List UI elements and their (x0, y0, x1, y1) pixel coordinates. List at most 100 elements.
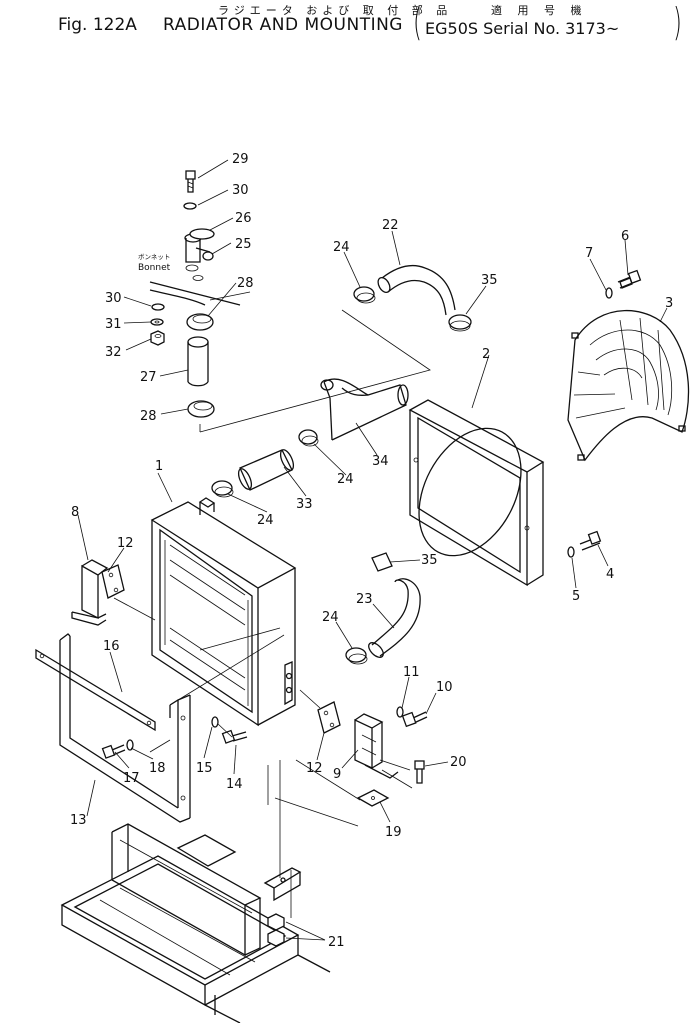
callout-25: 25 (235, 237, 252, 252)
callout-14: 14 (226, 777, 243, 792)
filler-hose-27 (187, 336, 209, 387)
fan-shroud (408, 399, 545, 587)
callout-11: 11 (403, 665, 420, 680)
washer-11 (396, 706, 404, 718)
callout-5: 5 (572, 589, 580, 604)
bolt-10 (401, 711, 428, 728)
hose-clamp-24-c (211, 480, 234, 498)
callout-12-left: 12 (117, 536, 134, 551)
callout-23: 23 (356, 592, 373, 607)
callout-30-bottom: 30 (105, 291, 122, 306)
cap-washer-30-top (183, 202, 197, 210)
callout-9: 9 (333, 767, 341, 782)
callout-8: 8 (71, 505, 79, 520)
radiator (150, 497, 297, 727)
applicability-paren-open: ( (413, 0, 422, 44)
callout-7: 7 (585, 246, 593, 261)
japanese-applicability: 適 用 号 機 (491, 4, 588, 17)
hose-clamp-24-a (353, 286, 376, 304)
callout-30-top: 30 (232, 183, 249, 198)
callout-32: 32 (105, 345, 122, 360)
callout-24-c: 24 (257, 513, 274, 528)
bonnet-label-jp: ボンネット (138, 253, 170, 261)
figure-number: Fig. 122A (58, 15, 137, 35)
hose-clamp-28-bottom (187, 400, 215, 418)
callout-4: 4 (606, 567, 614, 582)
callout-24-a: 24 (333, 240, 350, 255)
callout-13: 13 (70, 813, 87, 828)
hose-clamp-35-upper (448, 314, 472, 332)
callout-24-d: 24 (322, 610, 339, 625)
nut-21-lower (267, 929, 285, 947)
callout-2: 2 (482, 347, 490, 362)
callout-15: 15 (196, 761, 213, 776)
callout-18: 18 (149, 761, 166, 776)
mount-pad-12-left (101, 564, 125, 599)
hose-33 (237, 449, 295, 491)
filler-cap-25 (185, 251, 214, 281)
callout-31: 31 (105, 317, 122, 332)
bolt-20 (414, 760, 425, 784)
hose-clamp-35-lower (371, 552, 393, 572)
callout-3: 3 (665, 296, 673, 311)
hose-clamp-24-b (298, 429, 319, 447)
upper-hose-22 (377, 264, 456, 316)
leader-lines (77, 159, 668, 941)
radiator-bracket-8 (71, 559, 109, 626)
callout-numbers: 1 2 3 4 5 6 7 8 9 10 11 12 12 13 14 15 1… (70, 152, 673, 950)
filler-neck-26 (184, 228, 215, 263)
nut-32 (150, 330, 165, 346)
callout-20: 20 (450, 755, 467, 770)
callout-27: 27 (140, 370, 157, 385)
guard-washer-7 (605, 287, 613, 299)
callout-24-b: 24 (337, 472, 354, 487)
callout-35-upper: 35 (481, 273, 498, 288)
bolt-14 (221, 729, 248, 744)
hose-clamp-28-top (186, 313, 214, 331)
callout-28-top: 28 (237, 276, 254, 291)
support-bar-16 (35, 648, 156, 732)
callout-17: 17 (123, 771, 140, 786)
lower-hose-23 (368, 578, 421, 658)
hose-clamp-24-d (345, 647, 368, 665)
callout-26: 26 (235, 211, 252, 226)
radiator-bracket-9 (354, 713, 399, 779)
fan-guard (567, 309, 690, 462)
callout-21: 21 (328, 935, 345, 950)
washer-15 (211, 716, 219, 728)
callout-34: 34 (372, 454, 389, 469)
callout-29: 29 (232, 152, 249, 167)
callout-35-lower: 35 (421, 553, 438, 568)
mounting-frame-13 (59, 633, 191, 823)
shroud-bolt-4 (579, 530, 602, 551)
callout-19: 19 (385, 825, 402, 840)
bonnet-label: Bonnet (138, 263, 171, 273)
washer-18 (126, 739, 134, 751)
cap-bolt-29 (185, 170, 196, 193)
callout-28-bottom: 28 (140, 409, 157, 424)
callout-16: 16 (103, 639, 120, 654)
callout-12-right: 12 (306, 761, 323, 776)
shim-19 (356, 789, 390, 807)
japanese-title: ラジエータ および 取 付 部 品 (218, 4, 453, 17)
applicability-paren-close: ) (673, 0, 682, 44)
cap-washer-30-bottom (151, 303, 165, 311)
figure-header: ラジエータ および 取 付 部 品 適 用 号 機 Fig. 122A RADI… (0, 0, 695, 44)
callout-33: 33 (296, 497, 313, 512)
assembly-lines (113, 309, 431, 918)
elbow-pipe-34 (320, 378, 409, 441)
figure-title: RADIATOR AND MOUNTING (163, 15, 403, 35)
base-frame (60, 823, 331, 1023)
applicability-serial: EG50S Serial No. 3173~ (425, 19, 620, 38)
callout-10: 10 (436, 680, 453, 695)
bolt-17 (101, 744, 126, 759)
mount-pad-12-right (317, 701, 341, 734)
callout-6: 6 (621, 229, 629, 244)
bonnet-panel (149, 281, 251, 306)
shroud-washer-5 (567, 546, 575, 558)
nut-21-upper (267, 913, 285, 931)
guard-bolt-6 (617, 269, 642, 289)
callout-22: 22 (382, 218, 399, 233)
lock-washer-31 (150, 318, 164, 326)
